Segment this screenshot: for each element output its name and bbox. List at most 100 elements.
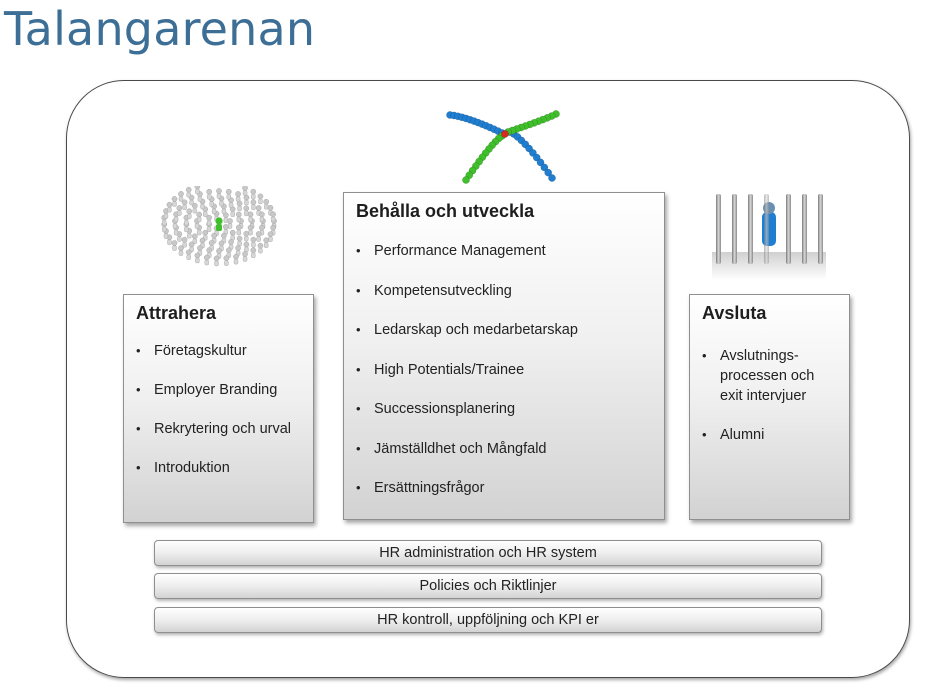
chain-bead [536,158,545,167]
attrahera-list: Företagskultur Employer Branding Rekryte… [136,341,301,478]
box-heading-attrahera: Attrahera [136,303,217,323]
list-item: Kompetensutveckling [356,281,652,301]
figure-body [187,213,192,219]
figure-body [192,207,198,214]
figure-head [242,186,248,191]
figure-head [206,247,213,254]
figure-head [235,245,241,251]
figure-head [194,252,201,259]
figure-body [258,198,263,205]
figure-head [236,235,243,242]
figure-head [243,241,250,248]
figure-body [256,236,261,242]
figure-body [196,229,202,236]
figure-body [251,204,256,210]
diagram-frame [66,80,910,678]
figure-body [228,202,234,208]
figure-body [203,211,208,217]
figure-body [244,199,249,206]
figure-head [178,191,184,197]
figure-head [223,255,230,261]
bar-policies: Policies och Riktlinjer [154,573,822,599]
figure-body [182,242,187,248]
figure-body [162,219,167,226]
figure-head [257,242,264,249]
figure-body [178,250,184,256]
figure-body [206,226,212,232]
figure-head [216,188,222,194]
figure-head [208,240,215,246]
box-heading-behalla: Behålla och utveckla [356,201,535,221]
figure-body [209,201,214,207]
figure-head [255,231,262,237]
list-item: Employer Branding [136,380,301,400]
figure-body [194,223,200,229]
figure-head [270,211,276,218]
figure-head [233,253,239,260]
figure-body [264,204,269,210]
figure-head [213,255,220,262]
figure-body [200,203,205,210]
bar-hr-administration: HR administration och HR system [154,540,822,566]
figure-body [197,196,203,202]
figure-body [182,204,187,210]
figure-body [221,208,227,215]
figure-head [243,205,250,212]
figure-head [223,224,229,230]
figure-head [257,193,264,200]
list-item: Performance Management [356,241,652,261]
figure-head [218,240,225,247]
figure-body [167,207,172,213]
figure-body [177,236,182,242]
figure-body [216,193,222,199]
list-item: Ledarskap och medarbetarskap [356,320,652,340]
figure-body [236,229,242,236]
figure-head [221,232,227,239]
figure-head [166,201,173,208]
figure-body [162,226,167,233]
figure-body [268,236,273,242]
chain-bead [548,174,556,182]
chain-bead [462,176,470,184]
figure-body [235,196,241,202]
figure-head [171,196,178,202]
figure-head-green [215,217,223,225]
figure-head [176,205,183,211]
figure-head [243,194,250,201]
figure-head [196,211,202,218]
list-item: Avslutnings- processen och exit intervju… [702,346,837,406]
figure-body [248,229,253,236]
figure-body [204,259,209,266]
behalla-list: Performance Management Kompetensutveckli… [356,241,652,498]
figure-body [178,196,184,202]
figure-head [267,205,274,211]
figure-head [263,237,270,244]
figure-body [196,216,202,223]
figure-head [225,188,232,195]
box-attrahera: Attrahera Företagskultur Employer Brandi… [123,294,314,523]
list-item: Introduktion [136,458,301,478]
figure-body [242,256,248,262]
figure-head [250,236,257,243]
bar-hr-kontroll: HR kontroll, uppföljning och KPI er [154,607,822,633]
cage-bar [732,194,737,264]
cage-bar [818,194,823,264]
figure-head [250,199,257,206]
box-behalla-och-utveckla: Behålla och utveckla Performance Managem… [343,192,665,520]
list-item: Alumni [702,425,837,445]
figure-head [185,186,192,193]
avsluta-list: Avslutnings- processen och exit intervju… [702,346,837,445]
figure-head [171,240,178,246]
figure-body-green [216,224,222,231]
figure-head [250,247,257,254]
figure-head [228,239,234,245]
figure-body [207,194,212,200]
figure-body [244,210,249,217]
figure-head [192,233,198,240]
chain-bead [501,130,509,138]
figure-body [172,245,177,251]
figure-head [270,224,276,231]
figure-head [263,198,270,205]
figure-body [251,242,256,248]
figure-body [173,216,179,223]
